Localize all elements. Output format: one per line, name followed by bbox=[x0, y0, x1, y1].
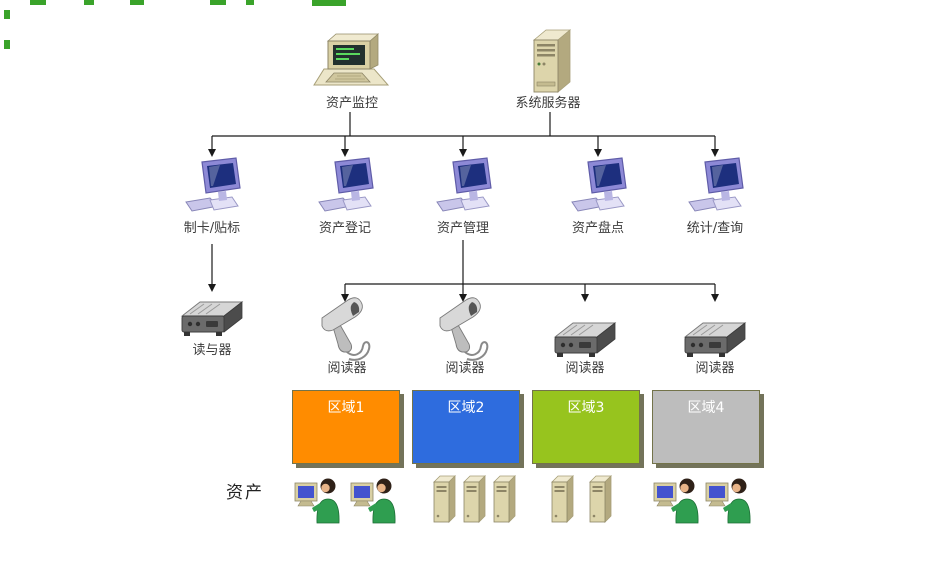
server-tower-icon bbox=[533, 29, 571, 93]
workstation-icon bbox=[436, 157, 492, 212]
arrowhead-down bbox=[459, 149, 467, 157]
tower-pc-icon bbox=[551, 475, 574, 523]
zone-4: 区域4 bbox=[652, 390, 760, 464]
label-card-labeling: 制卡/贴标 bbox=[183, 221, 241, 236]
workstation-icon bbox=[688, 157, 744, 212]
zone-3-label: 区域3 bbox=[567, 400, 605, 416]
workstation-icon bbox=[185, 157, 241, 212]
rfid-reader-icon bbox=[554, 322, 616, 358]
desktop-computer-icon bbox=[313, 33, 389, 86]
arrowhead-down bbox=[208, 284, 216, 292]
label-asset-management: 资产管理 bbox=[436, 221, 489, 236]
arrowhead-down bbox=[711, 149, 719, 157]
person-at-computer-icon bbox=[653, 478, 699, 524]
watermark-fragment bbox=[312, 0, 346, 6]
label-asset-inventory: 资产盘点 bbox=[571, 221, 624, 236]
arrowhead-down bbox=[581, 294, 589, 302]
zone-1: 区域1 bbox=[292, 390, 400, 464]
watermark-fragment bbox=[130, 0, 144, 5]
arrowhead-down bbox=[208, 149, 216, 157]
zone-3: 区域3 bbox=[532, 390, 640, 464]
assets-label: 资产 bbox=[226, 483, 264, 503]
arrowhead-down bbox=[711, 294, 719, 302]
tower-pc-icon bbox=[589, 475, 612, 523]
label-stats-query: 统计/查询 bbox=[686, 221, 744, 236]
label-asset-registration: 资产登记 bbox=[318, 221, 371, 236]
watermark-fragment bbox=[30, 0, 46, 5]
arrowhead-down bbox=[341, 149, 349, 157]
label-asset-monitoring: 资产监控 bbox=[325, 96, 378, 111]
watermark-fragment bbox=[210, 0, 226, 5]
zone-4-label: 区域4 bbox=[687, 400, 725, 416]
zone-1-label: 区域1 bbox=[327, 400, 365, 416]
tower-pc-icon bbox=[433, 475, 456, 523]
handheld-scanner-icon bbox=[439, 296, 489, 361]
watermark-fragment bbox=[246, 0, 254, 5]
arrowhead-down bbox=[341, 294, 349, 302]
arrowhead-down bbox=[594, 149, 602, 157]
label-reader-2: 阅读器 bbox=[445, 361, 485, 376]
watermark-fragment bbox=[4, 10, 10, 19]
workstation-icon bbox=[318, 157, 374, 212]
label-system-server: 系统服务器 bbox=[515, 96, 581, 111]
workstation-icon bbox=[571, 157, 627, 212]
rfid-reader-icon bbox=[684, 322, 746, 358]
zone-2: 区域2 bbox=[412, 390, 520, 464]
connectors bbox=[208, 112, 719, 302]
label-reader-4: 阅读器 bbox=[695, 361, 735, 376]
handheld-scanner-icon bbox=[321, 296, 371, 361]
tower-pc-icon bbox=[493, 475, 516, 523]
watermark-fragment bbox=[84, 0, 94, 5]
label-reader-1: 阅读器 bbox=[327, 361, 367, 376]
person-at-computer-icon bbox=[294, 478, 340, 524]
label-card-reader: 读与器 bbox=[192, 343, 232, 358]
person-at-computer-icon bbox=[350, 478, 396, 524]
zone-2-label: 区域2 bbox=[447, 400, 485, 416]
person-at-computer-icon bbox=[705, 478, 751, 524]
watermark-fragment bbox=[4, 40, 10, 49]
tower-pc-icon bbox=[463, 475, 486, 523]
rfid-reader-icon bbox=[181, 301, 243, 337]
label-reader-3: 阅读器 bbox=[565, 361, 605, 376]
arrowhead-down bbox=[459, 294, 467, 302]
